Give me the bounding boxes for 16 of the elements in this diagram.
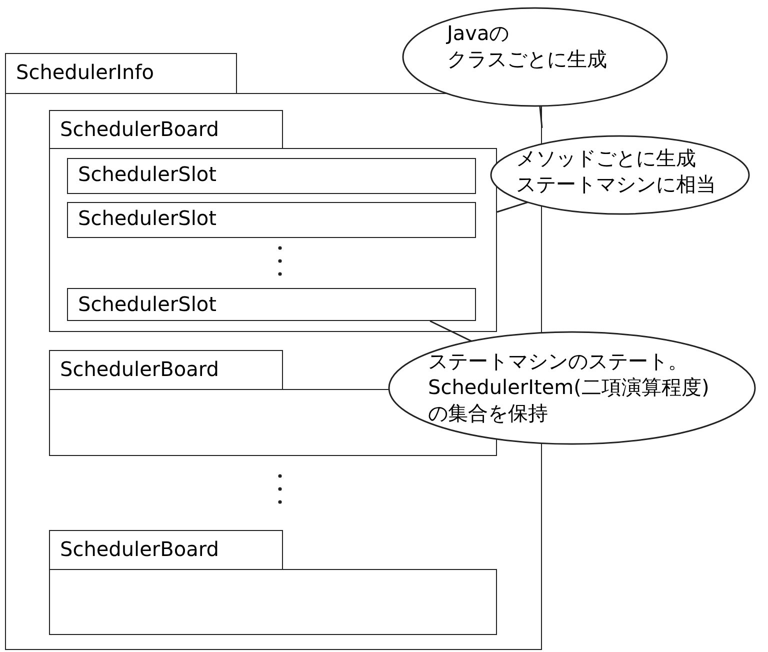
- callout-text: ステートマシンのステート。: [428, 348, 688, 374]
- callout-text: ステートマシンに相当: [516, 171, 716, 197]
- callout-text: Javaの: [447, 20, 510, 46]
- callout-tail: [539, 106, 543, 128]
- title-tab: SchedulerBoard: [49, 110, 283, 149]
- callout-text: SchedulerItem(二項演算程度)の集合を保持: [428, 374, 710, 426]
- title-tab: SchedulerBoard: [49, 350, 283, 390]
- callout-text: メソッドごとに生成: [516, 145, 696, 171]
- title-tab: SchedulerBoard: [49, 530, 283, 570]
- callout-tail: [496, 202, 528, 213]
- slot-box: SchedulerSlot: [67, 158, 476, 194]
- title-tab: SchedulerInfo: [5, 53, 237, 94]
- slot-box: SchedulerSlot: [67, 202, 476, 238]
- callout-text: クラスごとに生成: [447, 46, 607, 72]
- slot-box: SchedulerSlot: [67, 288, 476, 321]
- callout-tail: [430, 320, 472, 342]
